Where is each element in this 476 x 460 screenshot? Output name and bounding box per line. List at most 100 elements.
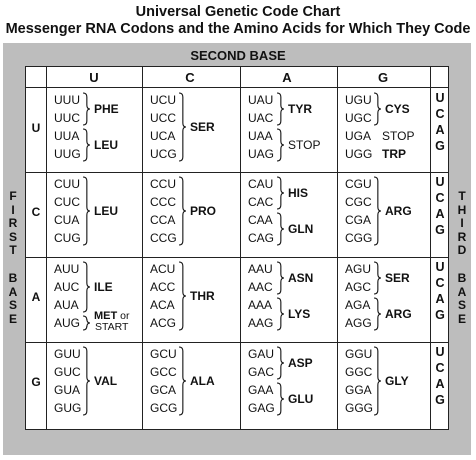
- column-divider: [142, 67, 143, 429]
- amino-acid-label: ARG: [385, 204, 412, 218]
- codon: UAG: [248, 147, 275, 161]
- codon: CUG: [54, 231, 81, 245]
- codon: CAU: [248, 177, 274, 191]
- amino-acid-label: TRP: [382, 147, 406, 161]
- third-base-letter: [455, 258, 469, 272]
- first-base-letter: R: [8, 216, 18, 231]
- codon: AAG: [248, 316, 274, 330]
- codon-group-brace: [373, 176, 382, 246]
- codon: CCA: [150, 213, 176, 227]
- third-base-letter: H: [457, 202, 467, 217]
- codon: UGA: [345, 129, 372, 143]
- codon: CAC: [248, 195, 274, 209]
- codon: UCU: [150, 93, 176, 107]
- codon: UAA: [248, 129, 273, 143]
- first-base-letter: [6, 258, 20, 272]
- codon: ACG: [150, 316, 177, 330]
- amino-acid-label: ASN: [288, 271, 314, 285]
- first-base-letter: A: [31, 290, 41, 304]
- third-base-letter: G: [435, 139, 445, 153]
- codon-group-brace: [276, 346, 285, 380]
- codon: AAU: [248, 262, 273, 276]
- amino-acid-label: GLU: [288, 392, 314, 406]
- codon: GAU: [248, 347, 275, 361]
- column-divider: [240, 67, 241, 429]
- codon-group-brace: [276, 382, 285, 416]
- amino-acid-label: HIS: [288, 186, 309, 200]
- amino-acid-label: STOP: [382, 129, 415, 143]
- third-base-letter: B: [457, 270, 467, 285]
- column-divider: [430, 67, 431, 429]
- codon: UUA: [54, 129, 80, 143]
- first-base-letter: T: [9, 243, 17, 258]
- codon: UCC: [150, 111, 176, 125]
- codon: CGA: [345, 213, 372, 227]
- amino-acid-label: CYS: [385, 102, 410, 116]
- codon-group-brace: [373, 297, 382, 331]
- amino-acid-label: GLY: [385, 374, 409, 388]
- codon: UCA: [150, 129, 176, 143]
- codon: AUC: [54, 280, 80, 294]
- codon-group-brace: [178, 92, 187, 162]
- codon: UGG: [345, 147, 373, 161]
- first-base-letter: S: [8, 298, 17, 313]
- codon: GGG: [345, 401, 374, 415]
- codon-group-brace: [82, 346, 91, 416]
- third-base-letter: D: [457, 243, 467, 258]
- codon-group-brace: [276, 92, 285, 126]
- first-base-letter: S: [8, 229, 17, 244]
- codon: AUA: [54, 298, 79, 312]
- amino-acid-label: VAL: [94, 374, 118, 388]
- chart-title: Universal Genetic Code Chart: [135, 4, 341, 20]
- row-divider: [26, 342, 448, 343]
- codon-group-brace: [82, 176, 91, 246]
- codon: UGU: [345, 93, 372, 107]
- third-base-letter: A: [435, 207, 445, 221]
- third-base-letter: U: [435, 175, 445, 189]
- codon-group-brace: [276, 212, 285, 246]
- second-base-label: SECOND BASE: [190, 48, 286, 63]
- amino-acid-label: STOP: [288, 138, 321, 152]
- first-base-letter: I: [11, 202, 15, 217]
- amino-acid-label: ASP: [288, 356, 313, 370]
- codon: UUG: [54, 147, 81, 161]
- codon-group-brace: [373, 346, 382, 416]
- second-base-header: A: [282, 70, 292, 85]
- amino-acid-label: LYS: [288, 307, 311, 321]
- third-base-letter: U: [435, 260, 445, 274]
- first-base-letter: U: [31, 121, 41, 135]
- second-base-header: C: [185, 70, 195, 85]
- amino-acid-label: TYR: [288, 102, 312, 116]
- codon: CCU: [150, 177, 176, 191]
- codon: CUU: [54, 177, 80, 191]
- codon: CAG: [248, 231, 275, 245]
- amino-acid-label: ARG: [385, 307, 412, 321]
- codon: GAG: [248, 401, 275, 415]
- third-base-letter: C: [435, 107, 445, 121]
- codon: AUG: [54, 316, 81, 330]
- codon: CUA: [54, 213, 80, 227]
- third-base-letter: C: [435, 276, 445, 290]
- codon: GCA: [150, 383, 177, 397]
- third-base-letter: E: [457, 311, 466, 326]
- amino-acid-label: PRO: [190, 204, 217, 218]
- third-base-letter: U: [435, 91, 445, 105]
- third-base-letter: A: [435, 123, 445, 137]
- codon: ACC: [150, 280, 176, 294]
- codon: GGC: [345, 365, 373, 379]
- amino-acid-label: LEU: [94, 204, 118, 218]
- third-base-letter: C: [435, 361, 445, 375]
- codon: CGC: [345, 195, 372, 209]
- codon: AGA: [345, 298, 371, 312]
- codon: AUU: [54, 262, 80, 276]
- codon: GCC: [150, 365, 177, 379]
- first-base-letter: B: [8, 270, 18, 285]
- first-base-letter: A: [8, 284, 18, 299]
- first-base-letter: G: [31, 375, 41, 389]
